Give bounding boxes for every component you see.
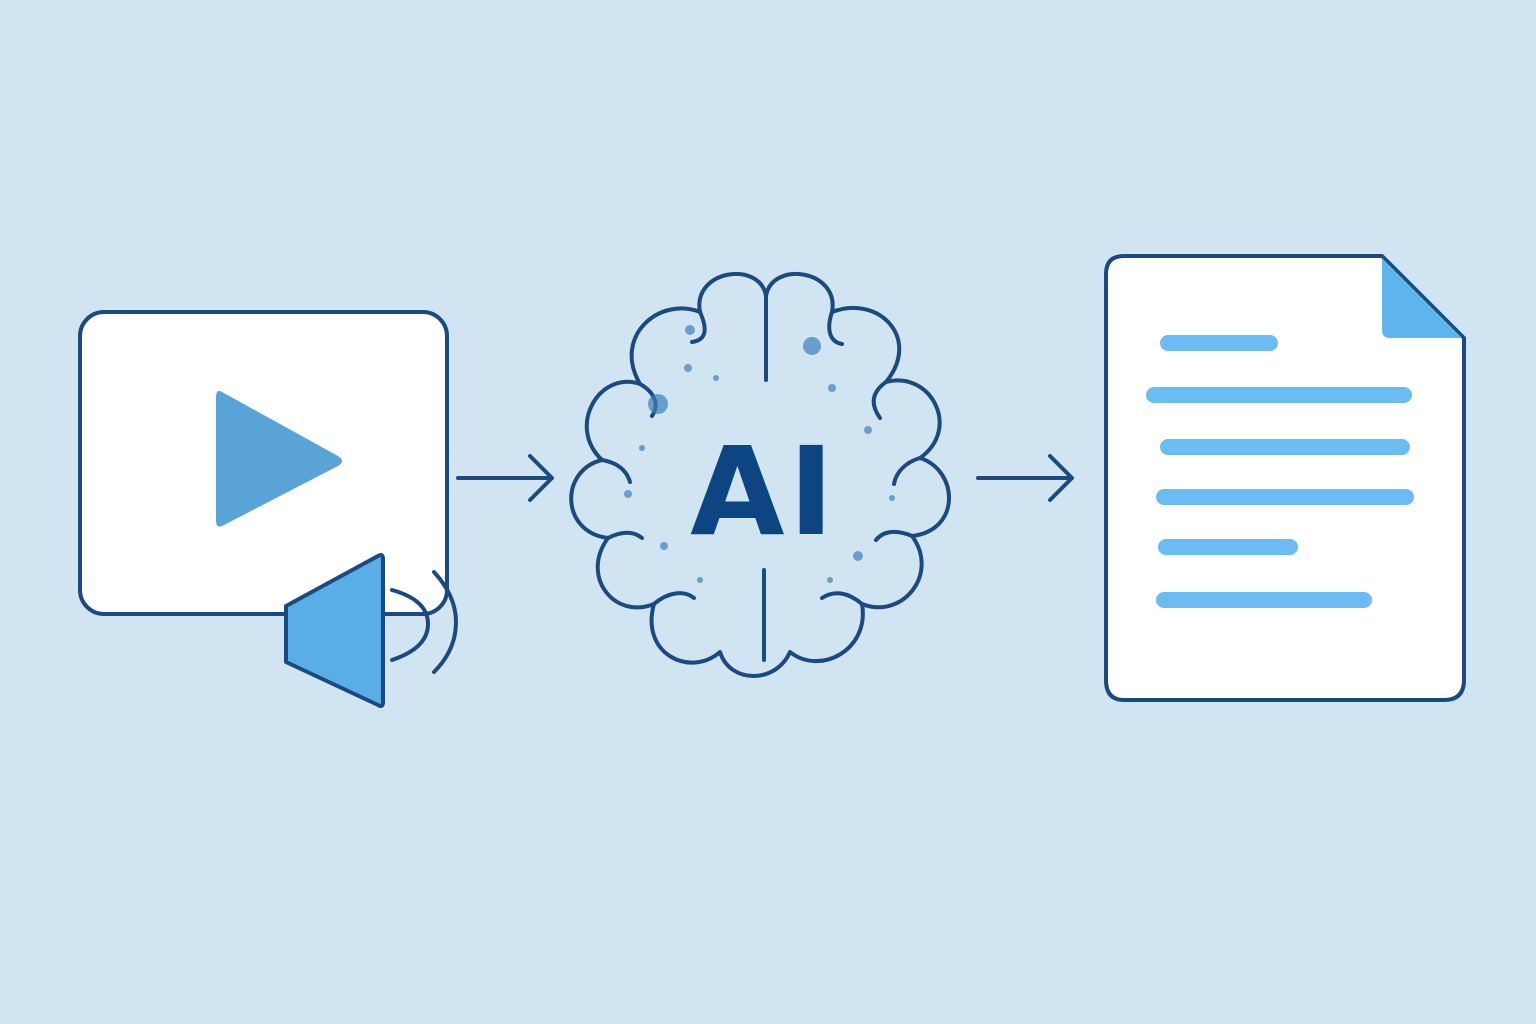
document-icon [1104,254,1466,702]
arrow-right-icon [976,454,1074,502]
document-text-lines [1146,335,1414,608]
speaker-icon [284,553,459,708]
arrow-right-icon [456,454,554,502]
ai-label: AI [690,421,838,563]
brain-icon: AI [569,272,951,678]
play-icon [216,390,342,527]
video-with-audio-icon [78,310,459,708]
page-fold [1382,258,1462,338]
